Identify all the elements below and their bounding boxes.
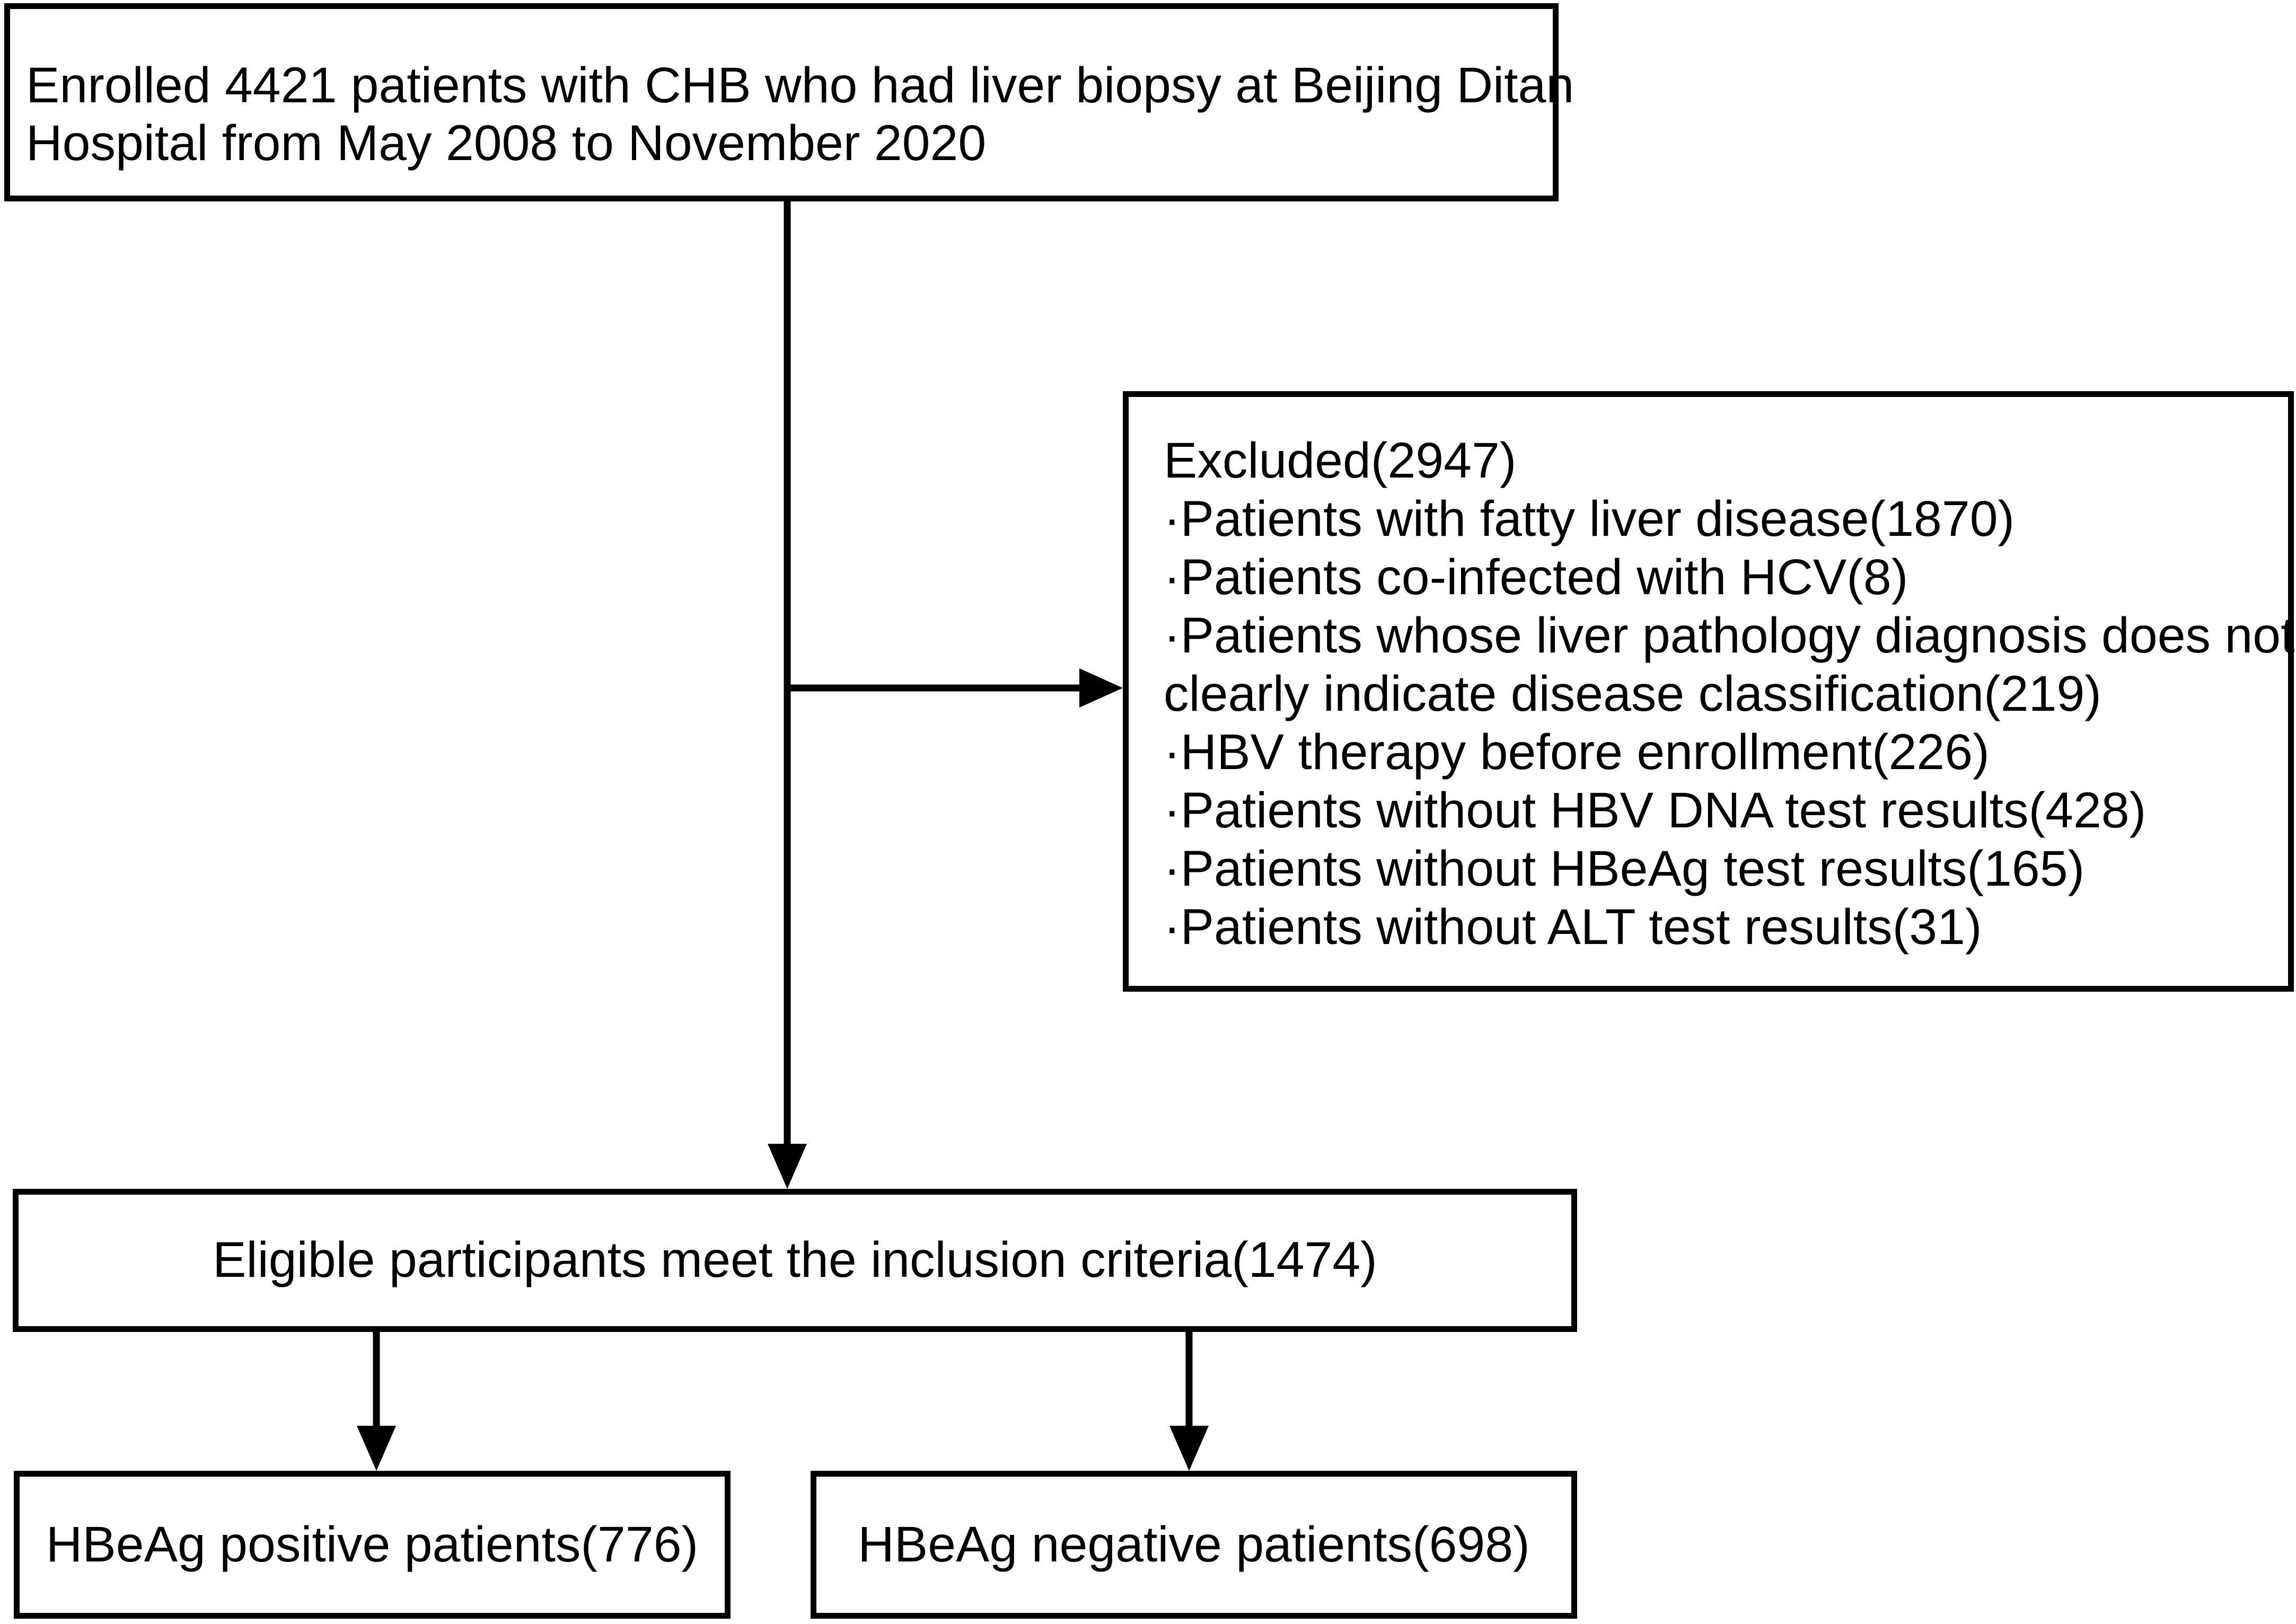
excluded-item-hcv: ·Patients co-infected with HCV(8) bbox=[1164, 549, 1908, 605]
excluded-item-hbv-therapy: ·HBV therapy before enrollment(226) bbox=[1164, 724, 1990, 780]
eligible-participants-box: Eligible participants meet the inclusion… bbox=[13, 1189, 1577, 1332]
enrolled-line-2: Hospital from May 2008 to November 2020 bbox=[26, 115, 987, 172]
positive-label: HBeAg positive patients(776) bbox=[46, 1516, 699, 1573]
excluded-title: Excluded(2947) bbox=[1164, 433, 1517, 489]
arrow-to-eligible bbox=[768, 1144, 807, 1189]
arrow-to-positive bbox=[357, 1426, 396, 1471]
excluded-item-hbv-dna: ·Patients without HBV DNA test results(4… bbox=[1164, 782, 2147, 839]
arrow-to-excluded bbox=[1079, 668, 1123, 708]
enrolled-patients-box: Enrolled 4421 patients with CHB who had … bbox=[4, 3, 1574, 201]
enrolled-line-1: Enrolled 4421 patients with CHB who had … bbox=[26, 57, 1574, 113]
arrow-to-negative bbox=[1169, 1426, 1209, 1471]
excluded-item-pathology: ·Patients whose liver pathology diagnosi… bbox=[1164, 607, 2295, 664]
eligible-label: Eligible participants meet the inclusion… bbox=[213, 1232, 1377, 1288]
excluded-item-pathology-cont: clearly indicate disease classification(… bbox=[1164, 666, 2101, 722]
hbeag-positive-box: HBeAg positive patients(776) bbox=[14, 1471, 731, 1619]
excluded-item-fatty-liver: ·Patients with fatty liver disease(1870) bbox=[1164, 491, 2015, 547]
negative-label: HBeAg negative patients(698) bbox=[858, 1516, 1530, 1573]
excluded-item-alt: ·Patients without ALT test results(31) bbox=[1164, 899, 1982, 955]
excluded-patients-box: Excluded(2947) ·Patients with fatty live… bbox=[1123, 391, 2295, 992]
excluded-item-hbeag: ·Patients without HBeAg test results(165… bbox=[1164, 841, 2085, 897]
hbeag-negative-box: HBeAg negative patients(698) bbox=[811, 1471, 1577, 1619]
